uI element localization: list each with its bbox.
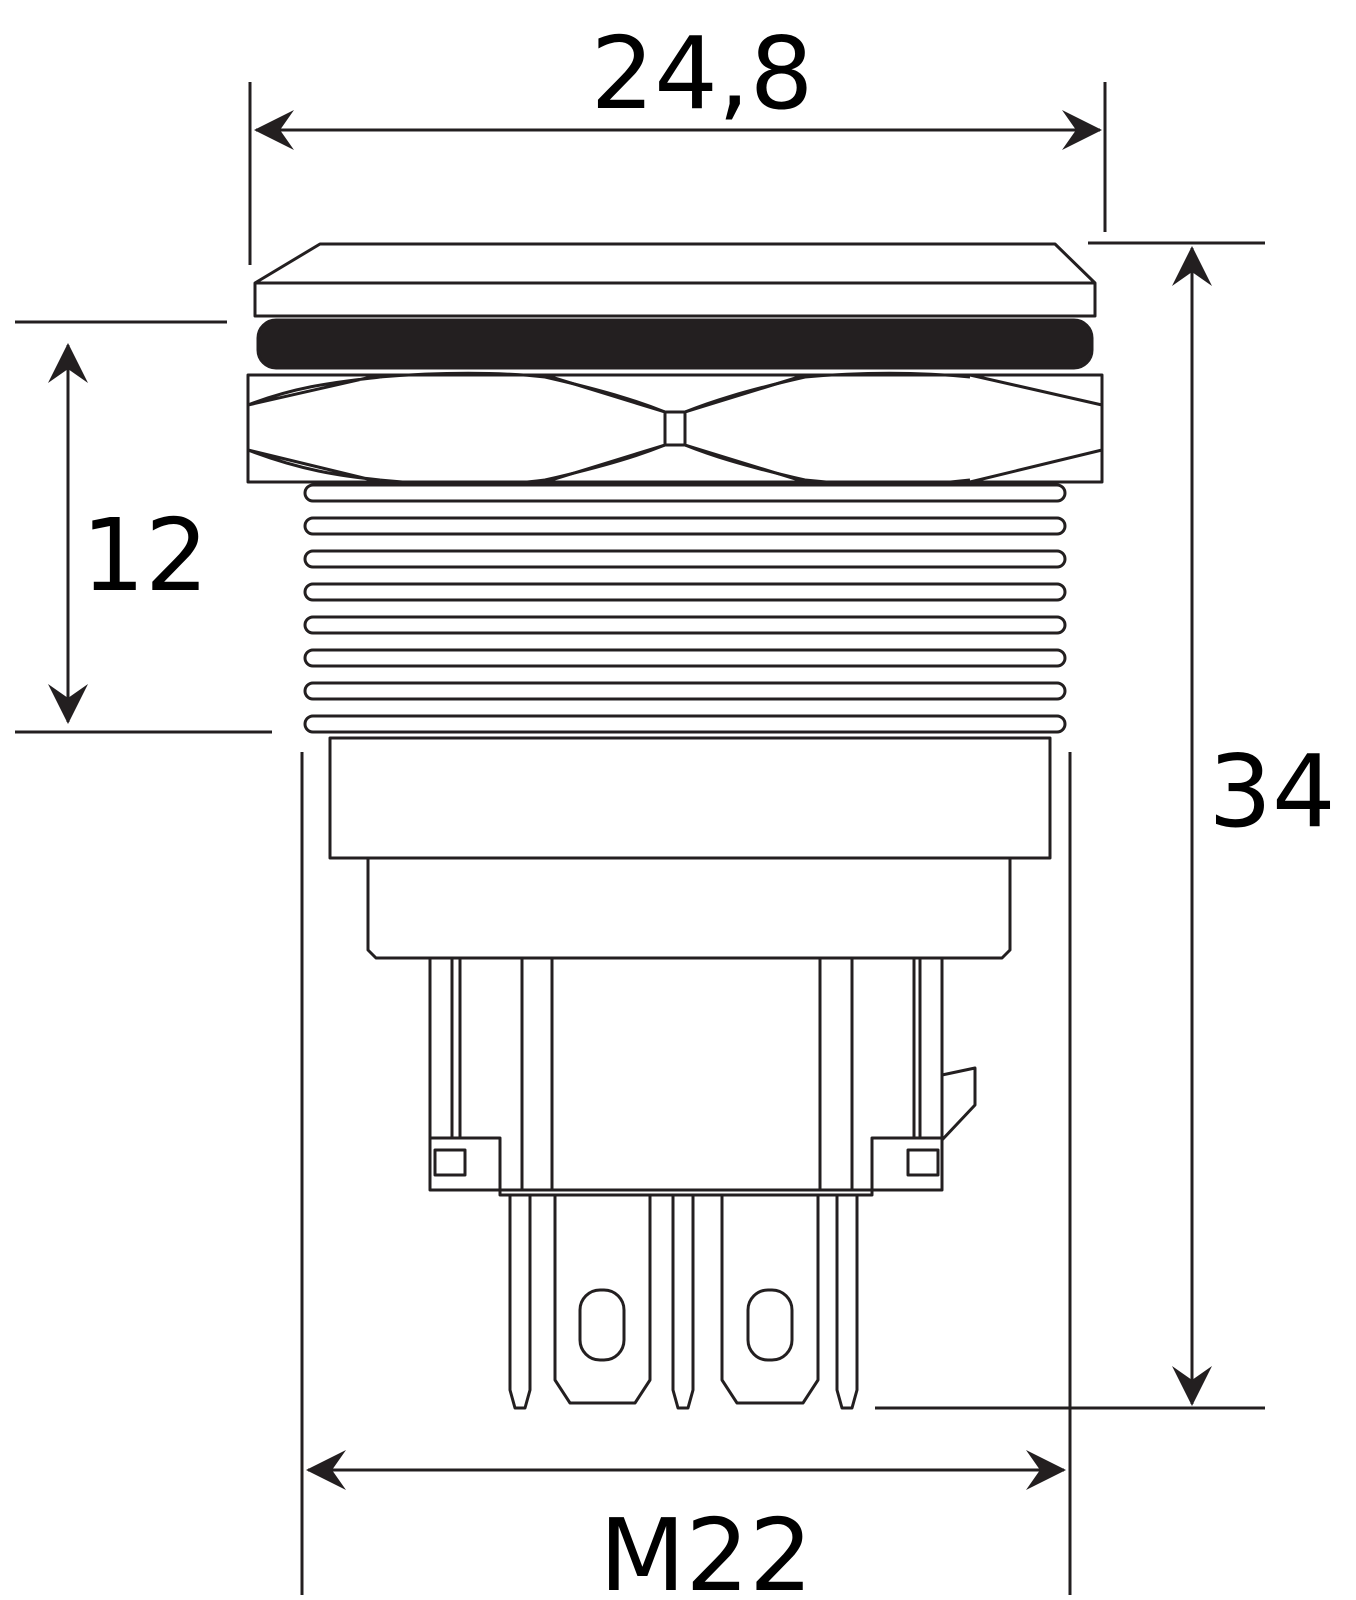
- seal-ring: [256, 318, 1094, 370]
- total-height-label: 34: [1208, 733, 1335, 850]
- hex-nut-center-mark: [663, 410, 687, 447]
- lower-housing: [328, 736, 1052, 860]
- bezel-cap: [253, 242, 1097, 318]
- side-latch: [940, 1066, 977, 1142]
- base-block: [366, 856, 1012, 960]
- width-label: 24,8: [591, 15, 814, 132]
- terminal-block: [550, 956, 822, 1192]
- mount-height-label: 12: [81, 497, 208, 614]
- thread: [303, 483, 1067, 734]
- pin-5: [835, 1193, 859, 1410]
- leg-left-outer: [428, 956, 454, 1140]
- leg-right-outer: [918, 956, 944, 1140]
- pin-1: [508, 1193, 532, 1410]
- thread-label: M22: [599, 1497, 813, 1600]
- pin-3: [671, 1193, 695, 1410]
- dimension-lines: [15, 82, 1265, 1595]
- switch-body: [246, 242, 1104, 1410]
